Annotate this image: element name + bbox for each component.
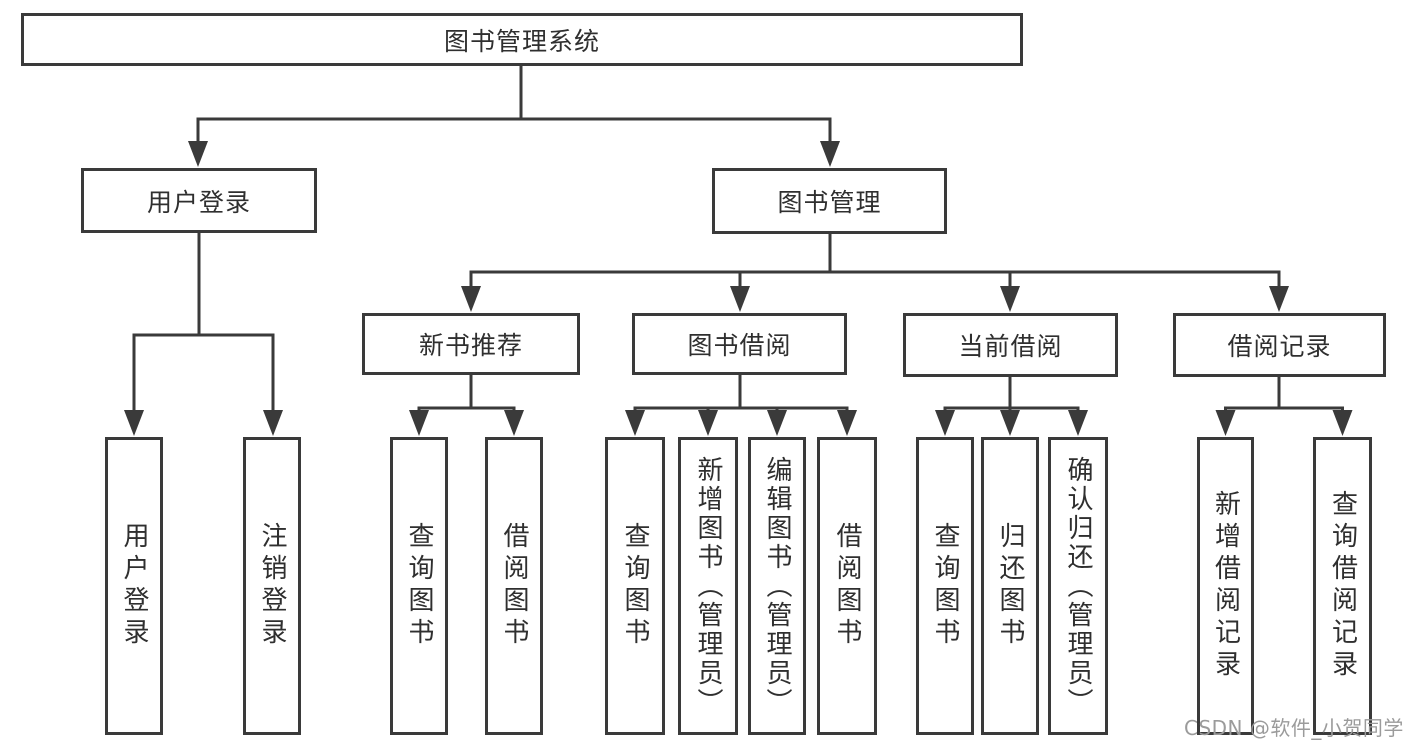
node-current-borrowing: 当前借阅 (903, 313, 1118, 377)
csdn-watermark: CSDN @软件_小贺同学 (1184, 716, 1404, 740)
leaf-br-add-record: 新增借阅记录 (1197, 437, 1254, 735)
node-user-login: 用户登录 (81, 168, 317, 233)
leaf-bb-edit-books-admin: 编辑图书（管理员） (748, 437, 806, 735)
node-new-book-recommend: 新书推荐 (362, 313, 580, 375)
leaf-nbr-query-books: 查询图书 (390, 437, 448, 735)
node-book-borrowing: 图书借阅 (632, 313, 847, 375)
leaf-cb-return-books: 归还图书 (981, 437, 1039, 735)
node-root: 图书管理系统 (21, 13, 1023, 66)
leaf-bb-query-books: 查询图书 (605, 437, 665, 735)
leaf-nbr-borrow-books: 借阅图书 (485, 437, 543, 735)
arrowhead-icons (124, 141, 1353, 436)
leaf-br-query-record: 查询借阅记录 (1313, 437, 1372, 735)
leaf-user-login: 用户登录 (105, 437, 163, 735)
leaf-logout: 注销登录 (243, 437, 301, 735)
leaf-bb-borrow-books: 借阅图书 (817, 437, 877, 735)
node-book-management: 图书管理 (712, 168, 947, 234)
node-borrowing-records: 借阅记录 (1173, 313, 1386, 377)
leaf-bb-add-books-admin: 新增图书（管理员） (678, 437, 738, 735)
leaf-cb-query-books: 查询图书 (916, 437, 974, 735)
leaf-cb-confirm-return-admin: 确认归还（管理员） (1048, 437, 1108, 735)
